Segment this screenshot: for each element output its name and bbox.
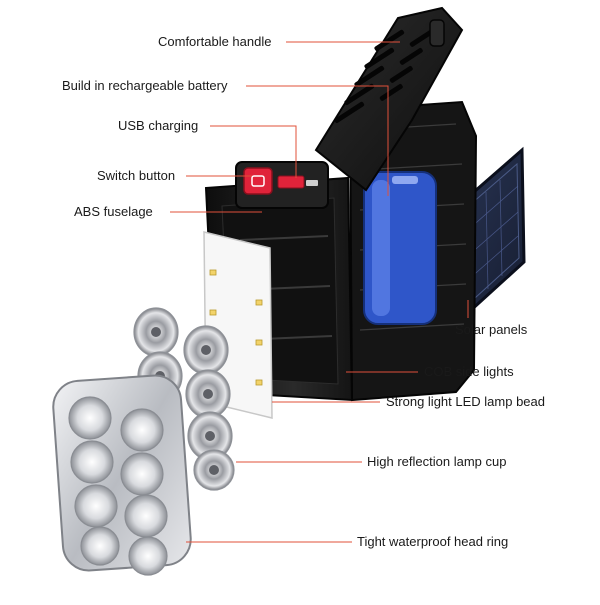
battery bbox=[363, 171, 437, 325]
flashlight-body bbox=[204, 100, 478, 402]
label-reflection-lamp-cup: High reflection lamp cup bbox=[367, 454, 507, 469]
label-led-lamp-bead: Strong light LED lamp bead bbox=[386, 394, 545, 409]
head-ring bbox=[52, 374, 192, 576]
label-abs-fuselage: ABS fuselage bbox=[74, 204, 153, 219]
leader-usb bbox=[210, 125, 297, 178]
label-waterproof-head-ring: Tight waterproof head ring bbox=[357, 534, 509, 549]
leader-lines bbox=[170, 41, 469, 543]
switch-panel bbox=[235, 161, 329, 209]
label-switch-button: Switch button bbox=[97, 168, 176, 183]
label-rechargeable-battery: Build in rechargeable battery bbox=[62, 78, 228, 93]
label-solar-panels: Solar panels bbox=[455, 322, 528, 337]
label-comfortable-handle: Comfortable handle bbox=[158, 34, 272, 49]
leader-battery bbox=[246, 85, 389, 196]
label-cob-side-lights: COB side lights bbox=[424, 364, 514, 379]
label-usb-charging: USB charging bbox=[118, 118, 199, 133]
handle bbox=[314, 6, 464, 192]
